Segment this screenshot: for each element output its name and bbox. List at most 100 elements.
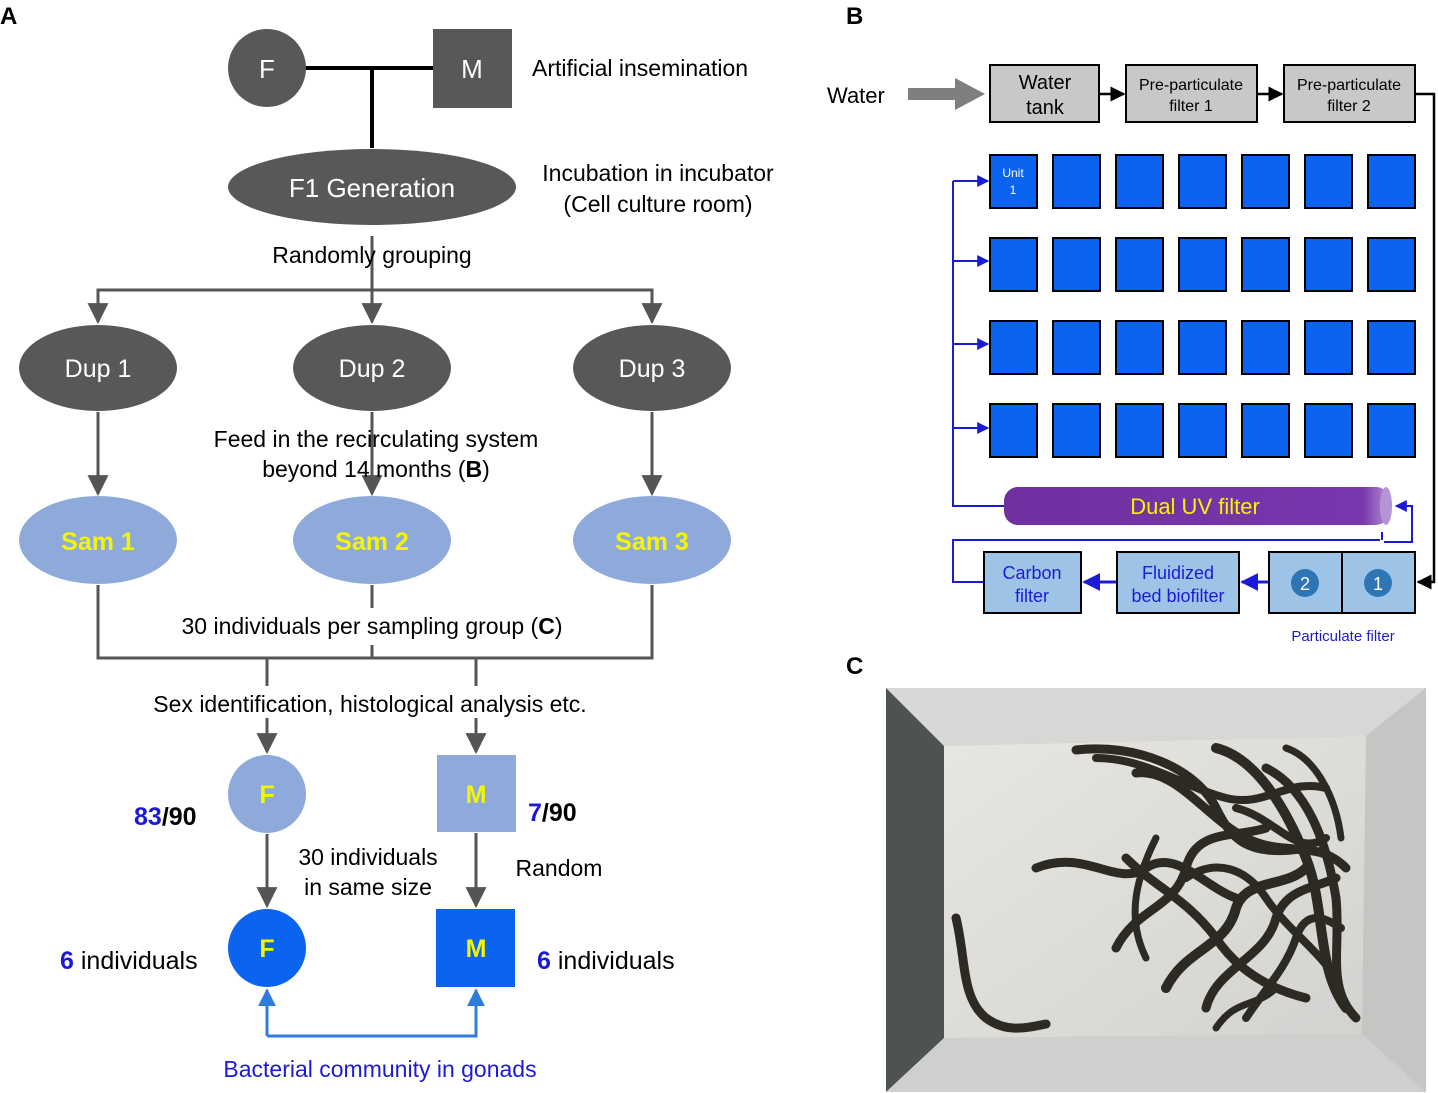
panel-b-label: B	[846, 3, 863, 30]
female-final-label: F	[259, 935, 274, 963]
parent-female-label: F	[259, 54, 275, 84]
culture-unit	[1178, 237, 1227, 292]
sam-1-label: Sam 1	[61, 528, 135, 556]
male-node	[437, 755, 516, 832]
dup-1-node	[19, 325, 177, 411]
culture-unit	[1052, 320, 1101, 375]
culture-unit	[1178, 320, 1227, 375]
prefilter-1-line-1: Pre-particulate	[1139, 77, 1243, 94]
parent-male-node	[433, 29, 512, 108]
uv-filter-tube	[1004, 487, 1390, 525]
dup-3-label: Dup 3	[619, 355, 686, 383]
culture-unit	[1052, 237, 1101, 292]
sam-2-node	[293, 496, 451, 584]
culture-unit	[1304, 403, 1353, 458]
carbon-line-1: Carbon	[1002, 563, 1061, 583]
incubation-line-2: (Cell culture room)	[563, 191, 752, 217]
male-total: /90	[542, 799, 577, 827]
f1-generation-label: F1 Generation	[289, 173, 455, 203]
same-size-line-2: in same size	[304, 874, 432, 900]
eel-shape	[1131, 834, 1160, 962]
feed-arrows	[87, 412, 663, 497]
prefilter-2-line-2: filter 2	[1327, 98, 1371, 115]
feed-line-1: Feed in the recirculating system	[214, 426, 539, 452]
sam-3-node	[573, 496, 731, 584]
male-final-count: 6 individuals	[537, 947, 675, 975]
grouping-label: Randomly grouping	[272, 242, 471, 268]
culture-unit	[989, 403, 1038, 458]
prefilter-1-box	[1125, 64, 1258, 123]
per-group-ref-c: C	[538, 613, 555, 639]
culture-unit	[1367, 154, 1416, 209]
culture-unit	[1304, 154, 1353, 209]
culture-unit	[1052, 403, 1101, 458]
culture-unit	[1115, 237, 1164, 292]
female-final-count: 6 individuals	[60, 947, 198, 975]
female-count: 83	[134, 803, 162, 831]
dup-2-node	[293, 325, 451, 411]
culture-unit	[1241, 154, 1290, 209]
dup-nodes: Dup 1 Dup 2 Dup 3	[19, 325, 731, 411]
bacterial-connector	[258, 988, 485, 1038]
culture-unit	[1367, 403, 1416, 458]
eel-shape	[1282, 744, 1345, 842]
eel-shape	[951, 913, 1051, 1033]
water-tank-line-2: tank	[1026, 97, 1065, 119]
dup-1-label: Dup 1	[65, 355, 132, 383]
eel-shape	[1232, 804, 1330, 848]
eel-shape	[1182, 863, 1340, 982]
male-final-label: M	[466, 935, 487, 963]
same-size-line-1: 30 individuals	[298, 844, 437, 870]
male-node-label: M	[466, 781, 487, 809]
male-final-node	[436, 909, 515, 987]
dup-2-label: Dup 2	[339, 355, 406, 383]
female-total: /90	[162, 803, 197, 831]
tank-back-wall	[886, 688, 1426, 746]
tank-right-wall	[1362, 688, 1426, 1092]
culture-unit	[989, 320, 1038, 375]
tank-left-wall	[886, 688, 944, 1092]
biofilter-line-2: bed biofilter	[1131, 586, 1224, 606]
unit-1-line-2: 1	[1010, 183, 1017, 197]
random-label: Random	[516, 855, 603, 881]
water-label: Water	[827, 83, 885, 108]
distribution-lines	[952, 175, 1004, 507]
eel-tank-photo	[886, 688, 1426, 1092]
male-ratio: 7/90	[528, 799, 577, 827]
water-tank-line-1: Water	[1019, 72, 1072, 94]
panel-a-label: A	[0, 3, 17, 30]
eel-shape	[1161, 863, 1311, 993]
parents-group: F M	[228, 29, 512, 148]
parent-female-node	[228, 29, 306, 107]
culture-unit-grid	[989, 154, 1416, 458]
female-ratio: 83/90	[134, 803, 197, 831]
particulate-num-1: 1	[1373, 574, 1383, 594]
culture-unit	[1241, 237, 1290, 292]
particulate-label: Particulate filter	[1291, 628, 1394, 645]
grouping-connectors	[87, 236, 663, 325]
unit-1-line-1: Unit	[1002, 166, 1024, 180]
culture-unit	[1115, 154, 1164, 209]
particulate-chamber-1	[1364, 569, 1392, 597]
culture-unit	[1115, 403, 1164, 458]
culture-unit	[1052, 154, 1101, 209]
carbon-filter-box	[983, 551, 1082, 614]
female-node	[228, 755, 306, 833]
sam-3-label: Sam 3	[615, 528, 689, 556]
uv-filter-label: Dual UV filter	[1130, 494, 1260, 519]
culture-unit	[1304, 237, 1353, 292]
insemination-label: Artificial insemination	[532, 55, 748, 81]
f1-generation-node	[228, 149, 516, 225]
eel-shape	[1212, 984, 1280, 1032]
culture-unit	[1241, 403, 1290, 458]
culture-unit	[1241, 320, 1290, 375]
female-final-node	[228, 909, 306, 987]
parent-male-label: M	[461, 54, 483, 84]
water-tank-box	[989, 64, 1100, 123]
feed-line-2: beyond 14 months (B)	[262, 456, 490, 482]
culture-unit	[1178, 154, 1227, 209]
sam-2-label: Sam 2	[335, 528, 409, 556]
female-node-label: F	[259, 781, 274, 809]
sam-nodes: Sam 1 Sam 2 Sam 3	[19, 496, 731, 584]
culture-unit	[1367, 237, 1416, 292]
